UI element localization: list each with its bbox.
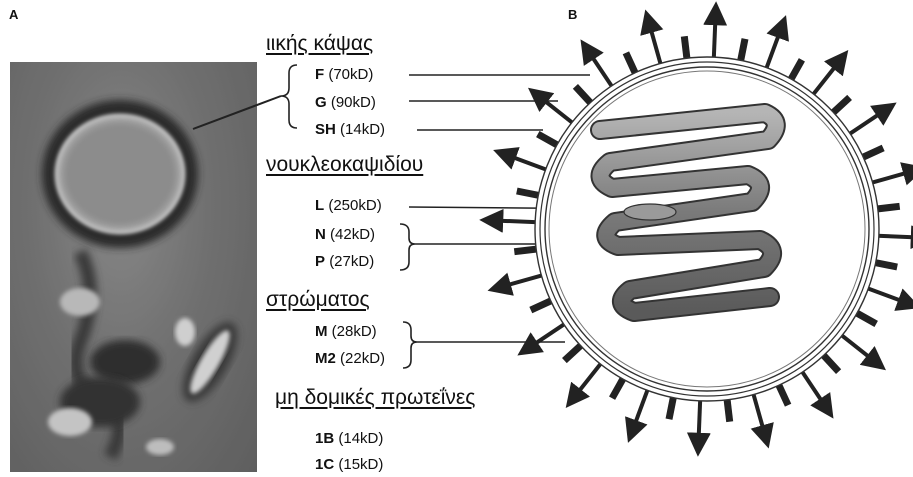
envelope-bracket	[193, 65, 297, 129]
m-bracket	[403, 322, 565, 368]
virion-diagram	[499, 21, 913, 437]
polymerase-l	[624, 204, 676, 220]
